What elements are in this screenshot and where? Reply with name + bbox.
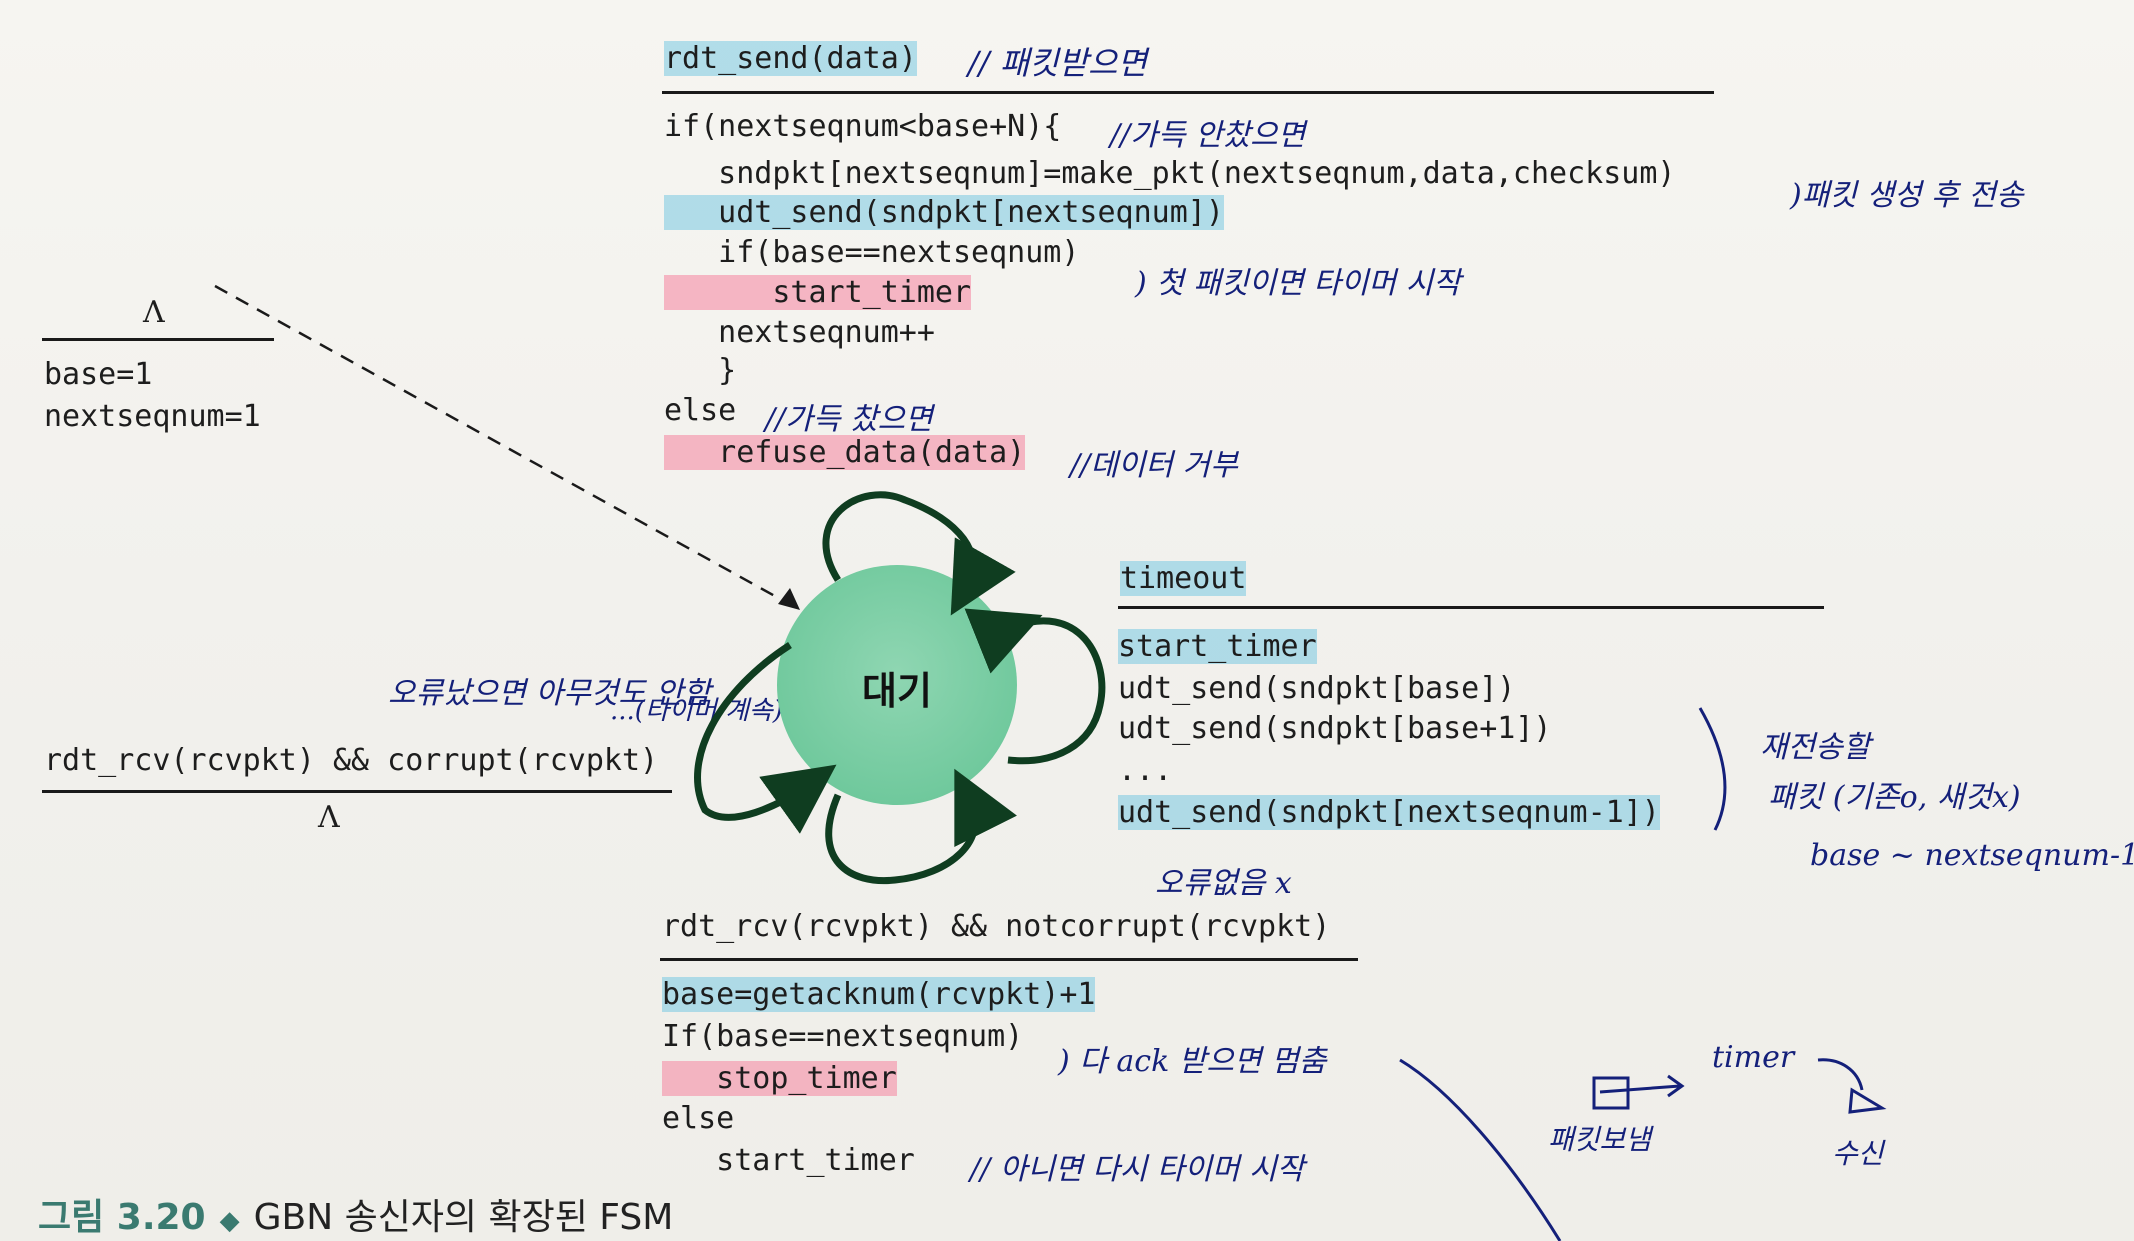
- self-loop-top: [822, 491, 1016, 616]
- timeout-event: timeout: [1120, 561, 1247, 596]
- timeout-rule: [1118, 606, 1824, 609]
- timeout-line-4: udt_send(sndpkt[nextseqnum-1]): [1118, 795, 1660, 830]
- ack-event-note: 오류없음 x: [1155, 866, 1292, 901]
- caption-number: 그림 3.20: [38, 1197, 206, 1238]
- send-line-8: refuse_data(data): [664, 435, 1026, 470]
- send-line-2: udt_send(sndpkt[nextseqnum]): [664, 195, 1224, 230]
- corrupt-rule: [42, 790, 672, 793]
- caption-diamond-icon: ◆: [219, 1206, 240, 1236]
- send-note-make: )패킷 생성 후 전송: [1790, 178, 2024, 213]
- ack-note-timer: timer: [1712, 1040, 1795, 1075]
- ack-line-2: stop_timer: [662, 1061, 897, 1096]
- ack-line-3: else: [662, 1101, 735, 1136]
- send-line-3: if(base==nextseqnum): [664, 235, 1080, 270]
- initial-dashed-arrow: [214, 284, 783, 602]
- timeout-line-2: udt_send(sndpkt[base+1]): [1118, 711, 1552, 746]
- init-action-0: base=1: [44, 357, 153, 392]
- ack-note-if: ) 다 ack 받으면 멈춤: [1058, 1044, 1327, 1079]
- ack-event: rdt_rcv(rcvpkt) && notcorrupt(rcvpkt): [662, 909, 1331, 944]
- timeout-note-2: 패킷 (기존o, 새것x): [1768, 780, 2021, 815]
- send-line-7: else: [664, 393, 737, 428]
- timeout-line-0: start_timer: [1118, 629, 1317, 664]
- ack-note-pkt: 패킷보냄: [1548, 1123, 1652, 1156]
- corrupt-action: Λ: [318, 800, 340, 835]
- send-line-5: nextseqnum++: [664, 315, 935, 350]
- initial-arrowhead: [778, 588, 800, 610]
- ack-note-else: // 아니면 다시 타이머 시작: [970, 1152, 1305, 1187]
- sketch-arrow-curve: [1817, 1058, 1864, 1091]
- send-line-1: sndpkt[nextseqnum]=make_pkt(nextseqnum,d…: [664, 156, 1676, 191]
- ack-rule: [660, 958, 1358, 961]
- corrupt-note-1: 오류났으면 아무것도 안함: [388, 676, 711, 711]
- corrupt-note-2: ...(타이머 계속): [610, 696, 783, 726]
- timeout-bracket: [1698, 707, 1727, 831]
- timeout-note-1: 재전송할: [1760, 730, 1871, 765]
- state-wait-label: 대기: [862, 669, 932, 713]
- send-note-refuse: //데이터 거부: [1070, 448, 1238, 483]
- send-line-4: start_timer: [664, 275, 972, 310]
- ack-line-0: base=getacknum(rcvpkt)+1: [662, 977, 1096, 1012]
- state-wait-circle: [777, 565, 1017, 805]
- self-loop-bottom: [825, 768, 1017, 885]
- ack-line-1: If(base==nextseqnum): [662, 1019, 1024, 1054]
- ack-note-recv: 수신: [1832, 1137, 1884, 1170]
- self-loop-right: [964, 608, 1106, 765]
- timeout-line-1: udt_send(sndpkt[base]): [1118, 671, 1516, 706]
- sketch-box: [1592, 1076, 1630, 1110]
- send-line-0: if(nextseqnum<base+N){: [664, 109, 1062, 144]
- sketch-arrow-right: [1599, 1074, 1685, 1098]
- send-rule: [662, 91, 1714, 94]
- caption-text: GBN 송신자의 확장된 FSM: [253, 1197, 674, 1238]
- send-note-timer: ) 첫 패킷이면 타이머 시작: [1135, 266, 1461, 301]
- figure-caption: 그림 3.20 ◆ GBN 송신자의 확장된 FSM: [38, 1188, 673, 1240]
- self-loop-left: [694, 642, 837, 834]
- init-rule: [42, 338, 274, 341]
- sketch-triangle: [1848, 1087, 1887, 1114]
- send-event: rdt_send(data): [664, 41, 917, 76]
- ack-line-4: start_timer: [662, 1143, 915, 1178]
- send-event-note: // 패킷받으면: [968, 44, 1147, 82]
- timeout-note-3: base ~ nextseqnum-1: [1810, 838, 2134, 873]
- send-note-else: //가득 찼으면: [765, 402, 933, 437]
- init-event: Λ: [143, 295, 165, 330]
- corrupt-event: rdt_rcv(rcvpkt) && corrupt(rcvpkt): [44, 743, 659, 778]
- init-action-1: nextseqnum=1: [44, 399, 261, 434]
- send-line-6: }: [664, 353, 737, 388]
- send-note-if: //가득 안찼으면: [1110, 118, 1306, 153]
- ack-handwritten-line: [1399, 1058, 1562, 1241]
- timeout-line-3: ...: [1118, 753, 1173, 788]
